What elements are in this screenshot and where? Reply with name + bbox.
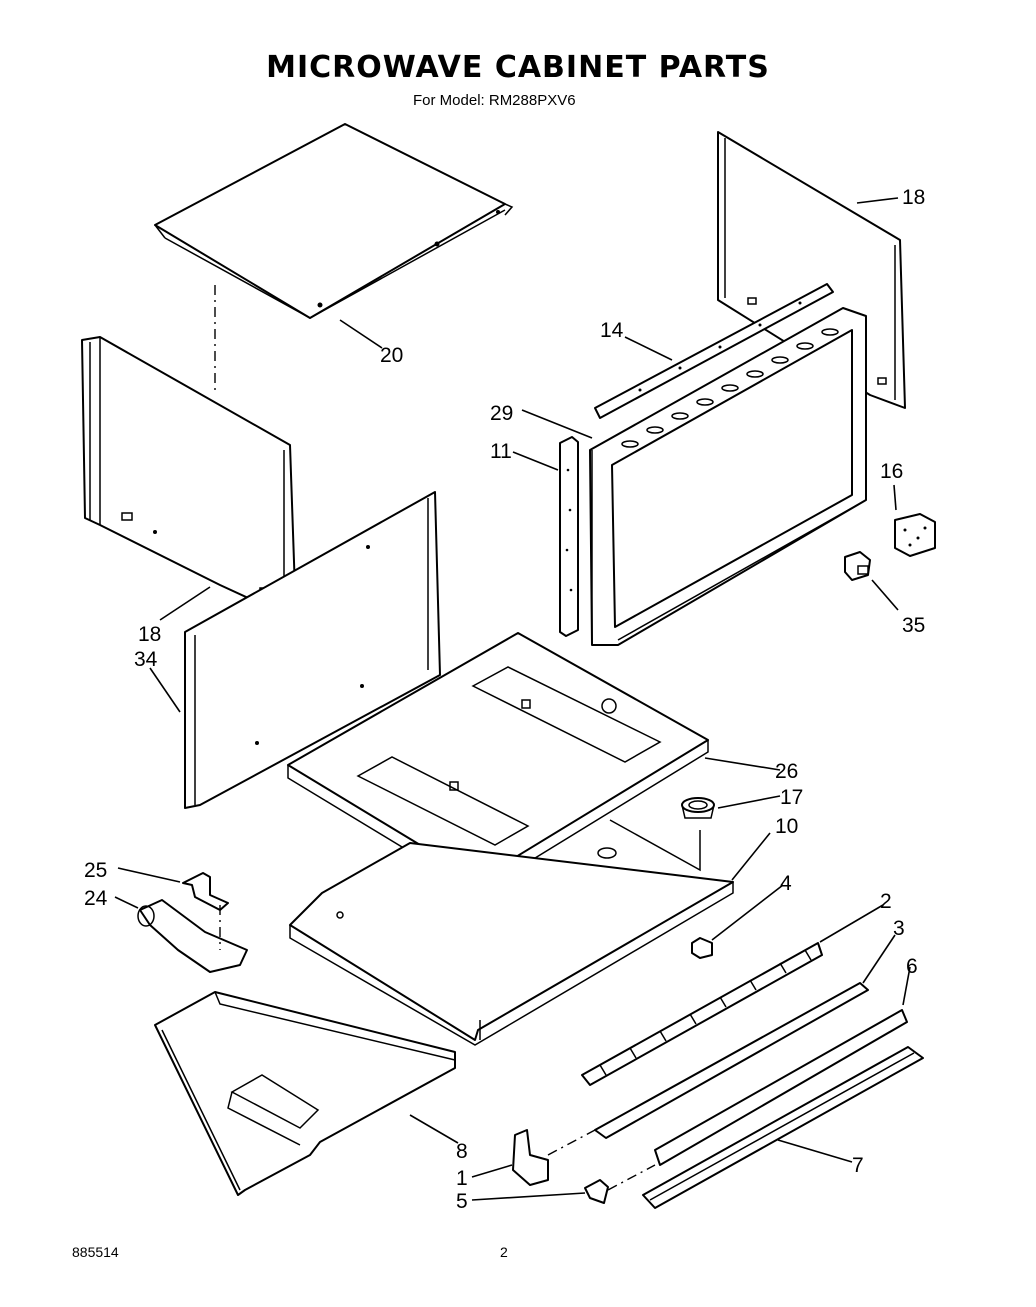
callout-3: 3: [893, 917, 905, 940]
callout-2: 2: [880, 890, 892, 913]
part-1-latch: [512, 1129, 549, 1186]
callout-18-left-panel: 18: [138, 623, 161, 646]
part-14-top-strip: [594, 283, 834, 419]
part-29-front-frame: [589, 307, 867, 646]
part-6-trim-channel: [654, 1009, 908, 1166]
callout-5: 5: [456, 1190, 468, 1213]
page-number: 2: [500, 1244, 508, 1260]
model-subtitle: For Model: RM288PXV6: [413, 92, 576, 109]
part-7-bottom-trim: [642, 1046, 924, 1209]
callout-24: 24: [84, 887, 108, 910]
document-number: 885514: [72, 1244, 119, 1260]
callout-4: 4: [780, 872, 792, 895]
callout-35: 35: [902, 614, 925, 637]
part-10-bottom-tray: [289, 819, 734, 1046]
part-25-bracket: [182, 872, 229, 911]
callout-25: 25: [84, 859, 107, 882]
callout-labels: 20 18 14 29 11 16 35 18 34 26 17 10 25 2…: [84, 186, 925, 1213]
callout-11: 11: [490, 440, 512, 463]
callout-29: 29: [490, 402, 513, 425]
leader-lines: [114, 197, 911, 1201]
callout-8: 8: [456, 1140, 468, 1163]
part-3-trim-strip: [594, 982, 869, 1139]
page-title: MICROWAVE CABINET PARTS: [266, 50, 770, 85]
part-8-bottom-bracket: [154, 991, 456, 1196]
part-34-back-panel: [184, 491, 441, 809]
callout-16: 16: [880, 460, 903, 483]
part-35-switch: [844, 551, 871, 581]
part-11-side-strip: [559, 436, 579, 637]
part-2-mesh-screen: [581, 942, 823, 1086]
callout-7: 7: [852, 1154, 864, 1177]
callout-6: 6: [906, 955, 918, 978]
callout-20: 20: [380, 344, 403, 367]
callout-26: 26: [775, 760, 798, 783]
part-20-top-cover: [154, 123, 514, 319]
callout-34: 34: [134, 648, 158, 671]
callout-18-right-panel: 18: [902, 186, 925, 209]
callout-17: 17: [780, 786, 803, 809]
part-24-duct: [137, 899, 248, 973]
part-17-grommet: [681, 797, 715, 819]
callout-10: 10: [775, 815, 798, 838]
callout-14: 14: [600, 319, 624, 342]
part-5-clip: [584, 1179, 609, 1204]
part-18-left-side-panel: [81, 336, 297, 621]
callout-1: 1: [456, 1167, 468, 1190]
part-4-foot: [691, 937, 713, 959]
part-16-block: [894, 513, 936, 557]
